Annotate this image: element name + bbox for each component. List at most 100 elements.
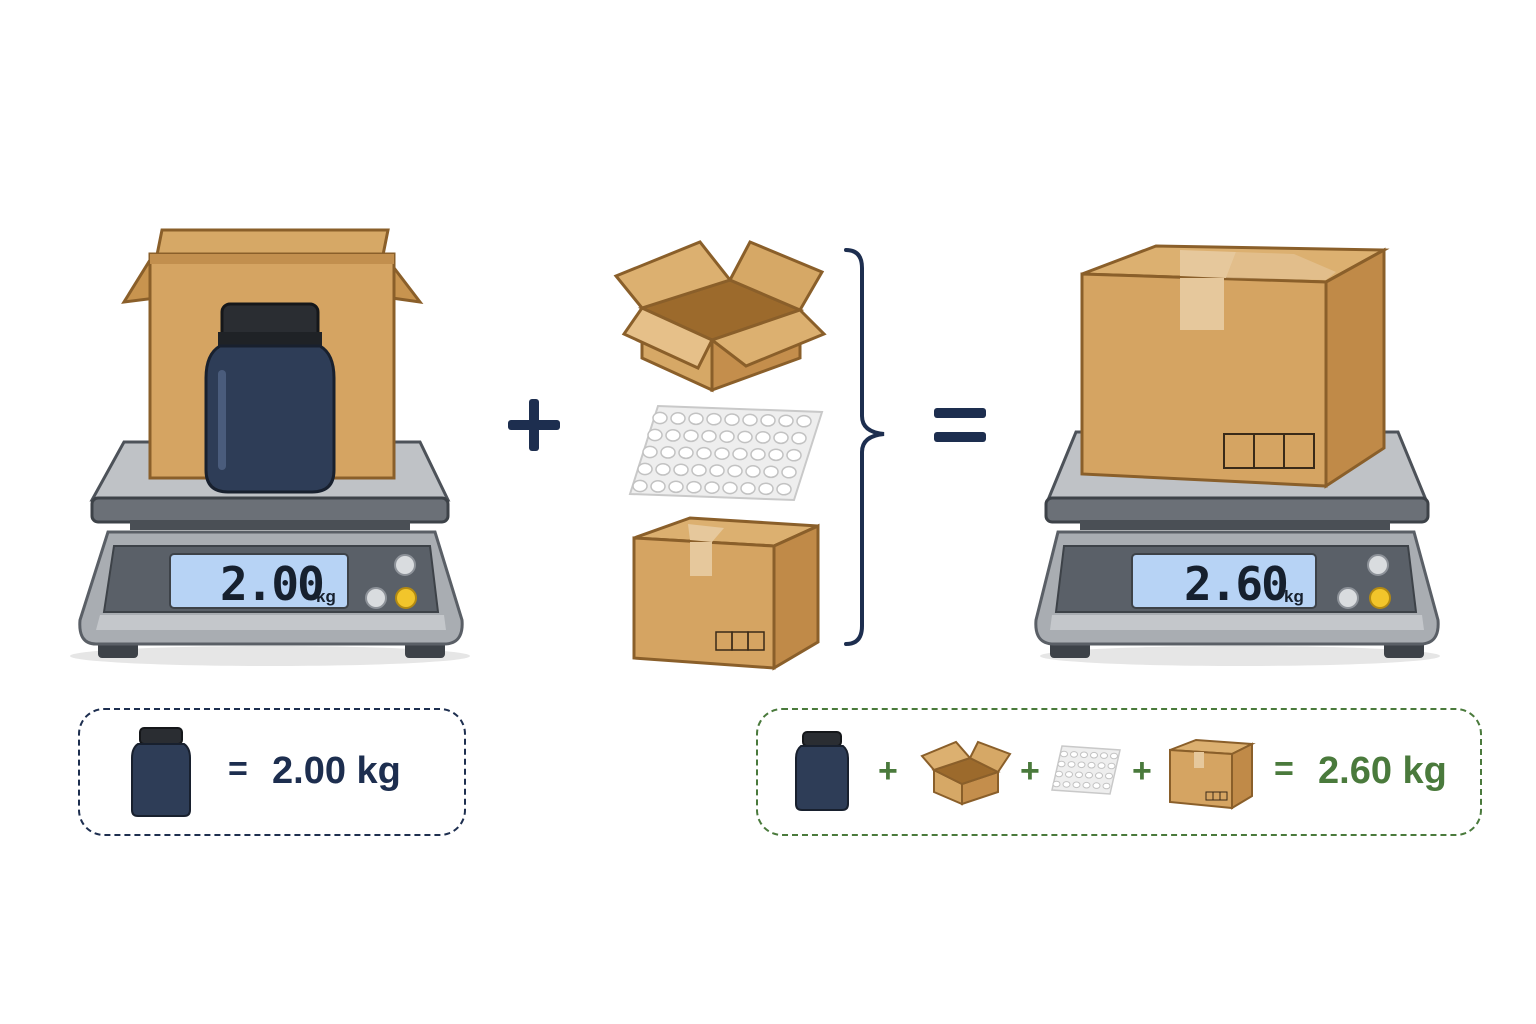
bubble-wrap-icon [1051,745,1121,795]
legend-left-value: 2.00 kg [272,750,401,792]
bubble [742,413,758,427]
brace-icon [844,248,885,646]
bubble [632,479,648,493]
bubble [714,447,730,460]
bubble [1055,770,1063,778]
jar-icon [131,727,191,817]
bubble [773,431,789,445]
legend-right-plus: + [1020,752,1040,790]
bubble [691,463,707,477]
bubble [706,412,722,426]
tare-button [395,587,417,609]
bubble [688,412,704,426]
legend-right-plus: + [1132,752,1152,790]
bubble [683,429,699,443]
lcd-unit: kg [1284,587,1304,606]
equals-icon [934,408,986,442]
bubble [750,448,766,461]
bubble [1062,781,1071,788]
bubble [1057,760,1066,768]
bubble [701,429,717,443]
bubble [755,431,771,444]
bubble [719,430,735,443]
bubble [796,414,812,428]
bubble [686,480,702,494]
scale-button [1337,587,1359,609]
bubble [665,429,681,442]
bubble [1095,772,1103,779]
bubble [704,481,720,494]
scale-button [1367,554,1389,576]
bubble-wrap-icon [628,404,824,502]
bubble [724,413,740,426]
bubble [781,465,797,479]
lcd-reading: 2.60 [1184,557,1287,611]
bubble [642,445,658,459]
bubble [778,414,794,428]
scale-shadow [1040,646,1440,666]
plus-icon [508,399,560,451]
bubble [1100,752,1108,759]
right-scale-illustration: 2.60 kg [1034,244,1440,666]
sealed-box [1080,244,1390,489]
bubble [776,482,792,496]
bubble [722,481,738,495]
bubble [786,448,802,462]
lcd-screen [1131,553,1317,609]
bubble [758,482,774,496]
legend-right-value: 2.60 kg [1318,750,1447,792]
legend-right-plus: + [878,752,898,790]
lcd-unit: kg [316,587,336,606]
bubble [709,464,725,477]
bubble [768,448,784,462]
lcd-reading: 2.00 [220,557,323,611]
scale-button [365,587,387,609]
tare-button [1369,587,1391,609]
bubble [1067,761,1076,768]
bubble [1080,751,1088,759]
jar-icon [204,302,336,494]
bubble [670,412,686,425]
bubble [660,446,676,459]
scale-platform-edge [90,496,450,524]
scale-platform-edge [1044,496,1430,524]
bubble [650,480,666,493]
bubble [740,482,756,495]
bubble [1110,752,1118,760]
bubble [732,447,748,461]
open-box-icon [920,740,1012,806]
bubble [1085,771,1093,779]
legend-left-equals: = [228,750,248,788]
bubble [745,465,761,478]
bubble [1075,771,1083,779]
sealed-box-icon [632,516,820,671]
bubble [763,465,779,479]
bubble [637,462,653,476]
bubble [727,464,743,478]
left-scale-illustration: 2.00 kg [70,228,470,666]
bubble [1065,771,1073,778]
bubble [737,430,753,444]
bubble [655,463,671,476]
sealed-box-icon [1169,738,1256,810]
legend-left-box [78,708,466,836]
legend-right-equals: = [1274,750,1294,788]
bubble [696,446,712,460]
bubble [673,463,689,477]
handling-symbols [1223,433,1315,469]
bubble [1052,780,1061,788]
bubble [1070,751,1078,758]
bubble [1077,761,1086,769]
lcd-screen [169,553,349,609]
bubble [1097,762,1106,769]
bubble [1092,782,1101,789]
jar-icon [795,731,849,811]
bubble [652,411,668,425]
bubble [668,480,684,494]
scale-shadow [70,646,470,666]
bubble [1107,762,1116,770]
bubble [1072,781,1081,789]
bubble [678,446,694,460]
handling-symbols [715,631,765,651]
bubble [1060,750,1068,758]
